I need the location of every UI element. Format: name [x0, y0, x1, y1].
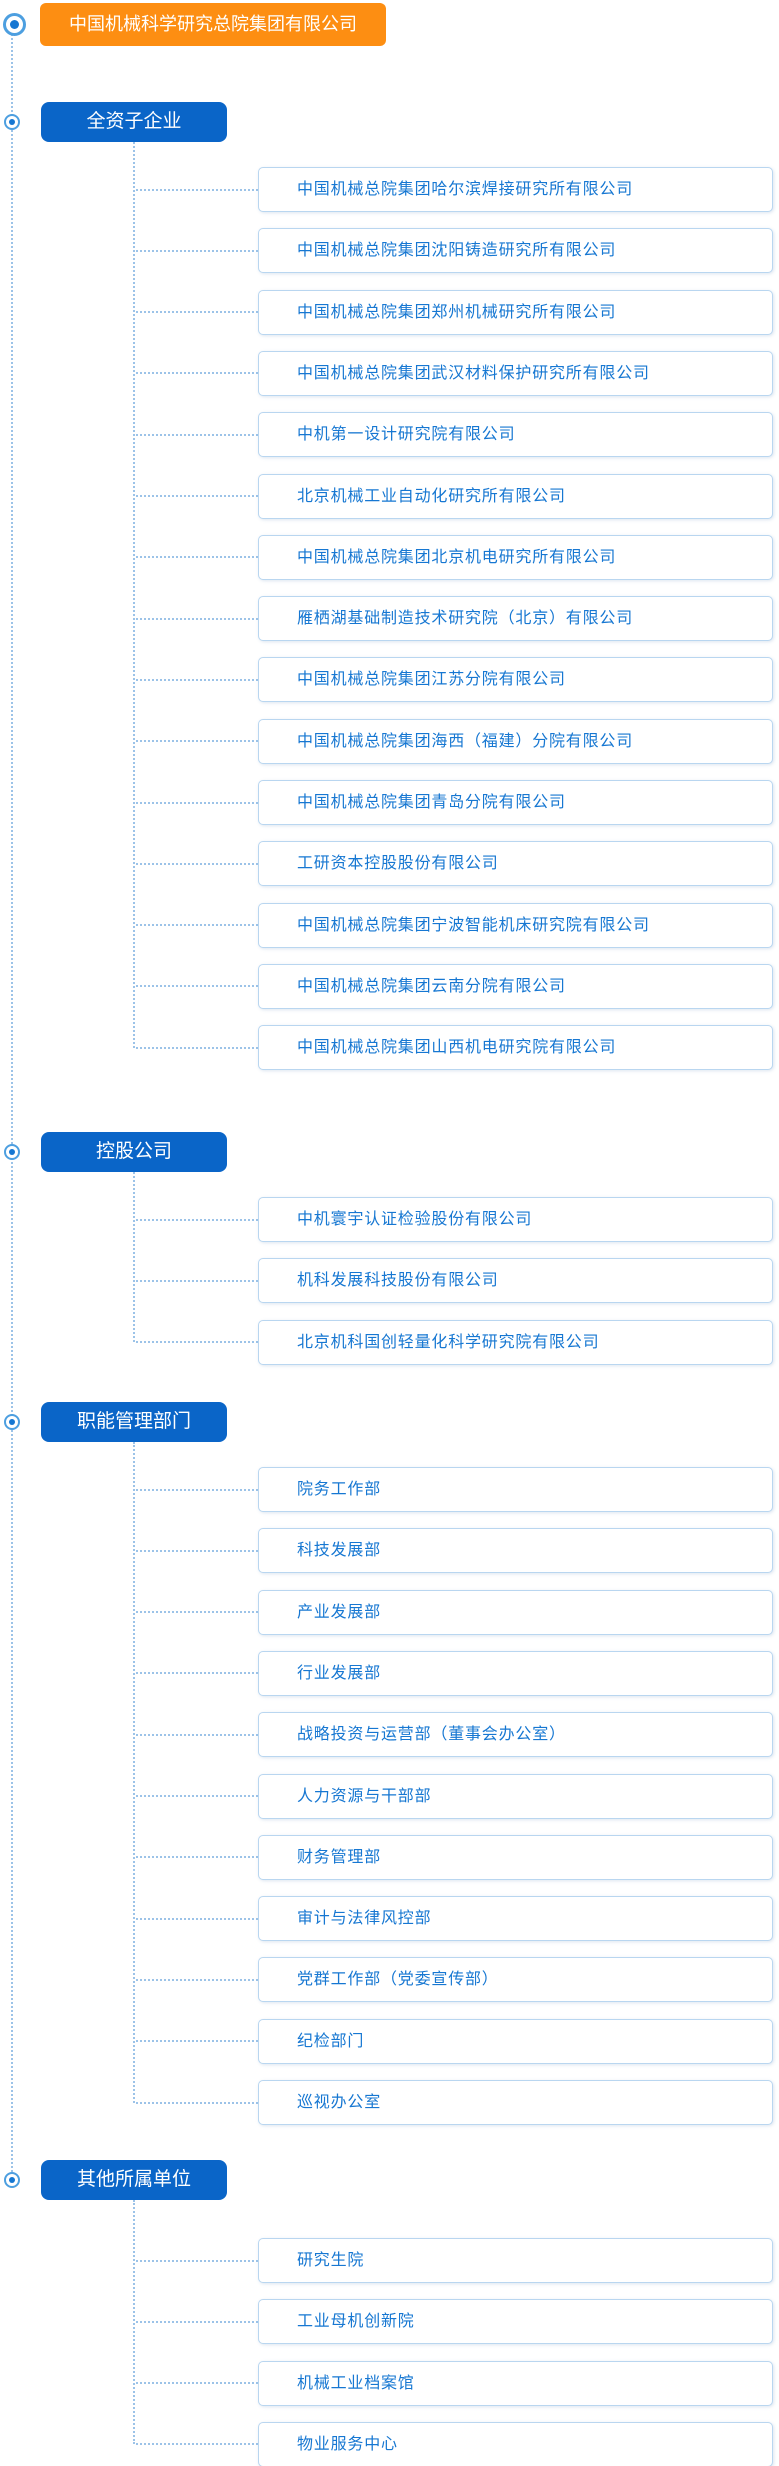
org-item: 物业服务中心	[258, 2421, 773, 2466]
item-connector-line	[136, 2443, 258, 2446]
section-bullet-icon	[4, 1144, 20, 1160]
org-item: 纪检部门	[258, 2018, 773, 2064]
item-connector-line	[136, 1046, 258, 1049]
section-branch-line	[133, 1172, 135, 1343]
item-connector-line	[136, 311, 258, 314]
section-header-0: 全资子企业	[41, 102, 227, 142]
item-connector-line	[136, 1856, 258, 1859]
section-branch-line	[133, 142, 135, 1048]
item-connector-line	[136, 433, 258, 436]
item-connector-line	[136, 2382, 258, 2385]
org-item: 中国机械总院集团青岛分院有限公司	[258, 780, 773, 825]
item-connector-line	[136, 2259, 258, 2262]
org-item: 工业母机创新院	[258, 2299, 773, 2345]
org-item: 中国机械总院集团宁波智能机床研究院有限公司	[258, 902, 773, 948]
item-connector-line	[136, 801, 258, 804]
org-item: 中国机械总院集团海西（福建）分院有限公司	[258, 718, 773, 764]
org-item: 战略投资与运营部（董事会办公室）	[258, 1712, 773, 1758]
item-connector-line	[136, 1917, 258, 1920]
item-connector-line	[136, 556, 258, 559]
item-connector-line	[136, 924, 258, 927]
root-bullet-icon	[3, 13, 26, 36]
org-item: 研究生院	[258, 2238, 773, 2283]
root-connector-line	[11, 34, 13, 2180]
section-bullet-icon	[4, 114, 20, 130]
org-item: 中机寰宇认证检验股份有限公司	[258, 1197, 773, 1242]
item-connector-line	[136, 1549, 258, 1552]
item-connector-line	[136, 1733, 258, 1736]
org-item: 中国机械总院集团山西机电研究院有限公司	[258, 1025, 773, 1071]
org-item: 机科发展科技股份有限公司	[258, 1258, 773, 1304]
org-item: 中国机械总院集团沈阳铸造研究所有限公司	[258, 228, 773, 274]
item-connector-line	[136, 740, 258, 743]
org-item: 党群工作部（党委宣传部）	[258, 1957, 773, 2003]
org-item: 财务管理部	[258, 1834, 773, 1880]
org-item: 北京机械工业自动化研究所有限公司	[258, 473, 773, 519]
item-connector-line	[136, 617, 258, 620]
item-connector-line	[136, 1672, 258, 1675]
item-connector-line	[136, 1218, 258, 1221]
section-bullet-icon	[4, 2172, 20, 2188]
org-item: 巡视办公室	[258, 2080, 773, 2125]
item-connector-line	[136, 2320, 258, 2323]
org-item: 北京机科国创轻量化科学研究院有限公司	[258, 1319, 773, 1365]
item-connector-line	[136, 1978, 258, 1981]
org-item: 中国机械总院集团郑州机械研究所有限公司	[258, 289, 773, 335]
item-connector-line	[136, 1279, 258, 1282]
item-connector-line	[136, 372, 258, 375]
section-bullet-icon	[4, 1414, 20, 1430]
item-connector-line	[136, 2101, 258, 2104]
item-connector-line	[136, 2040, 258, 2043]
section-branch-line	[133, 1442, 135, 2103]
org-item: 机械工业档案馆	[258, 2360, 773, 2406]
org-item: 中国机械总院集团武汉材料保护研究所有限公司	[258, 350, 773, 396]
org-item: 中国机械总院集团江苏分院有限公司	[258, 657, 773, 703]
org-item: 人力资源与干部部	[258, 1773, 773, 1819]
item-connector-line	[136, 1611, 258, 1614]
org-item: 雁栖湖基础制造技术研究院（北京）有限公司	[258, 596, 773, 642]
item-connector-line	[136, 495, 258, 497]
org-item: 产业发展部	[258, 1589, 773, 1635]
item-connector-line	[136, 1341, 258, 1344]
item-connector-line	[136, 678, 258, 681]
section-header-1: 控股公司	[41, 1132, 227, 1172]
item-connector-line	[136, 985, 258, 988]
org-item: 行业发展部	[258, 1650, 773, 1696]
section-header-3: 其他所属单位	[41, 2160, 227, 2200]
org-item: 中国机械总院集团哈尔滨焊接研究所有限公司	[258, 167, 773, 212]
item-connector-line	[136, 1795, 258, 1797]
org-item: 工研资本控股股份有限公司	[258, 841, 773, 887]
item-connector-line	[136, 1488, 258, 1491]
org-item: 科技发展部	[258, 1528, 773, 1574]
root-node: 中国机械科学研究总院集团有限公司	[40, 3, 386, 46]
item-connector-line	[136, 249, 258, 252]
section-branch-line	[133, 2200, 135, 2445]
org-item: 中国机械总院集团北京机电研究所有限公司	[258, 534, 773, 580]
org-item: 院务工作部	[258, 1467, 773, 1512]
org-item: 中国机械总院集团云南分院有限公司	[258, 963, 773, 1009]
org-item: 审计与法律风控部	[258, 1896, 773, 1942]
org-item: 中机第一设计研究院有限公司	[258, 412, 773, 458]
section-header-2: 职能管理部门	[41, 1402, 227, 1442]
item-connector-line	[136, 862, 258, 865]
item-connector-line	[136, 188, 258, 191]
